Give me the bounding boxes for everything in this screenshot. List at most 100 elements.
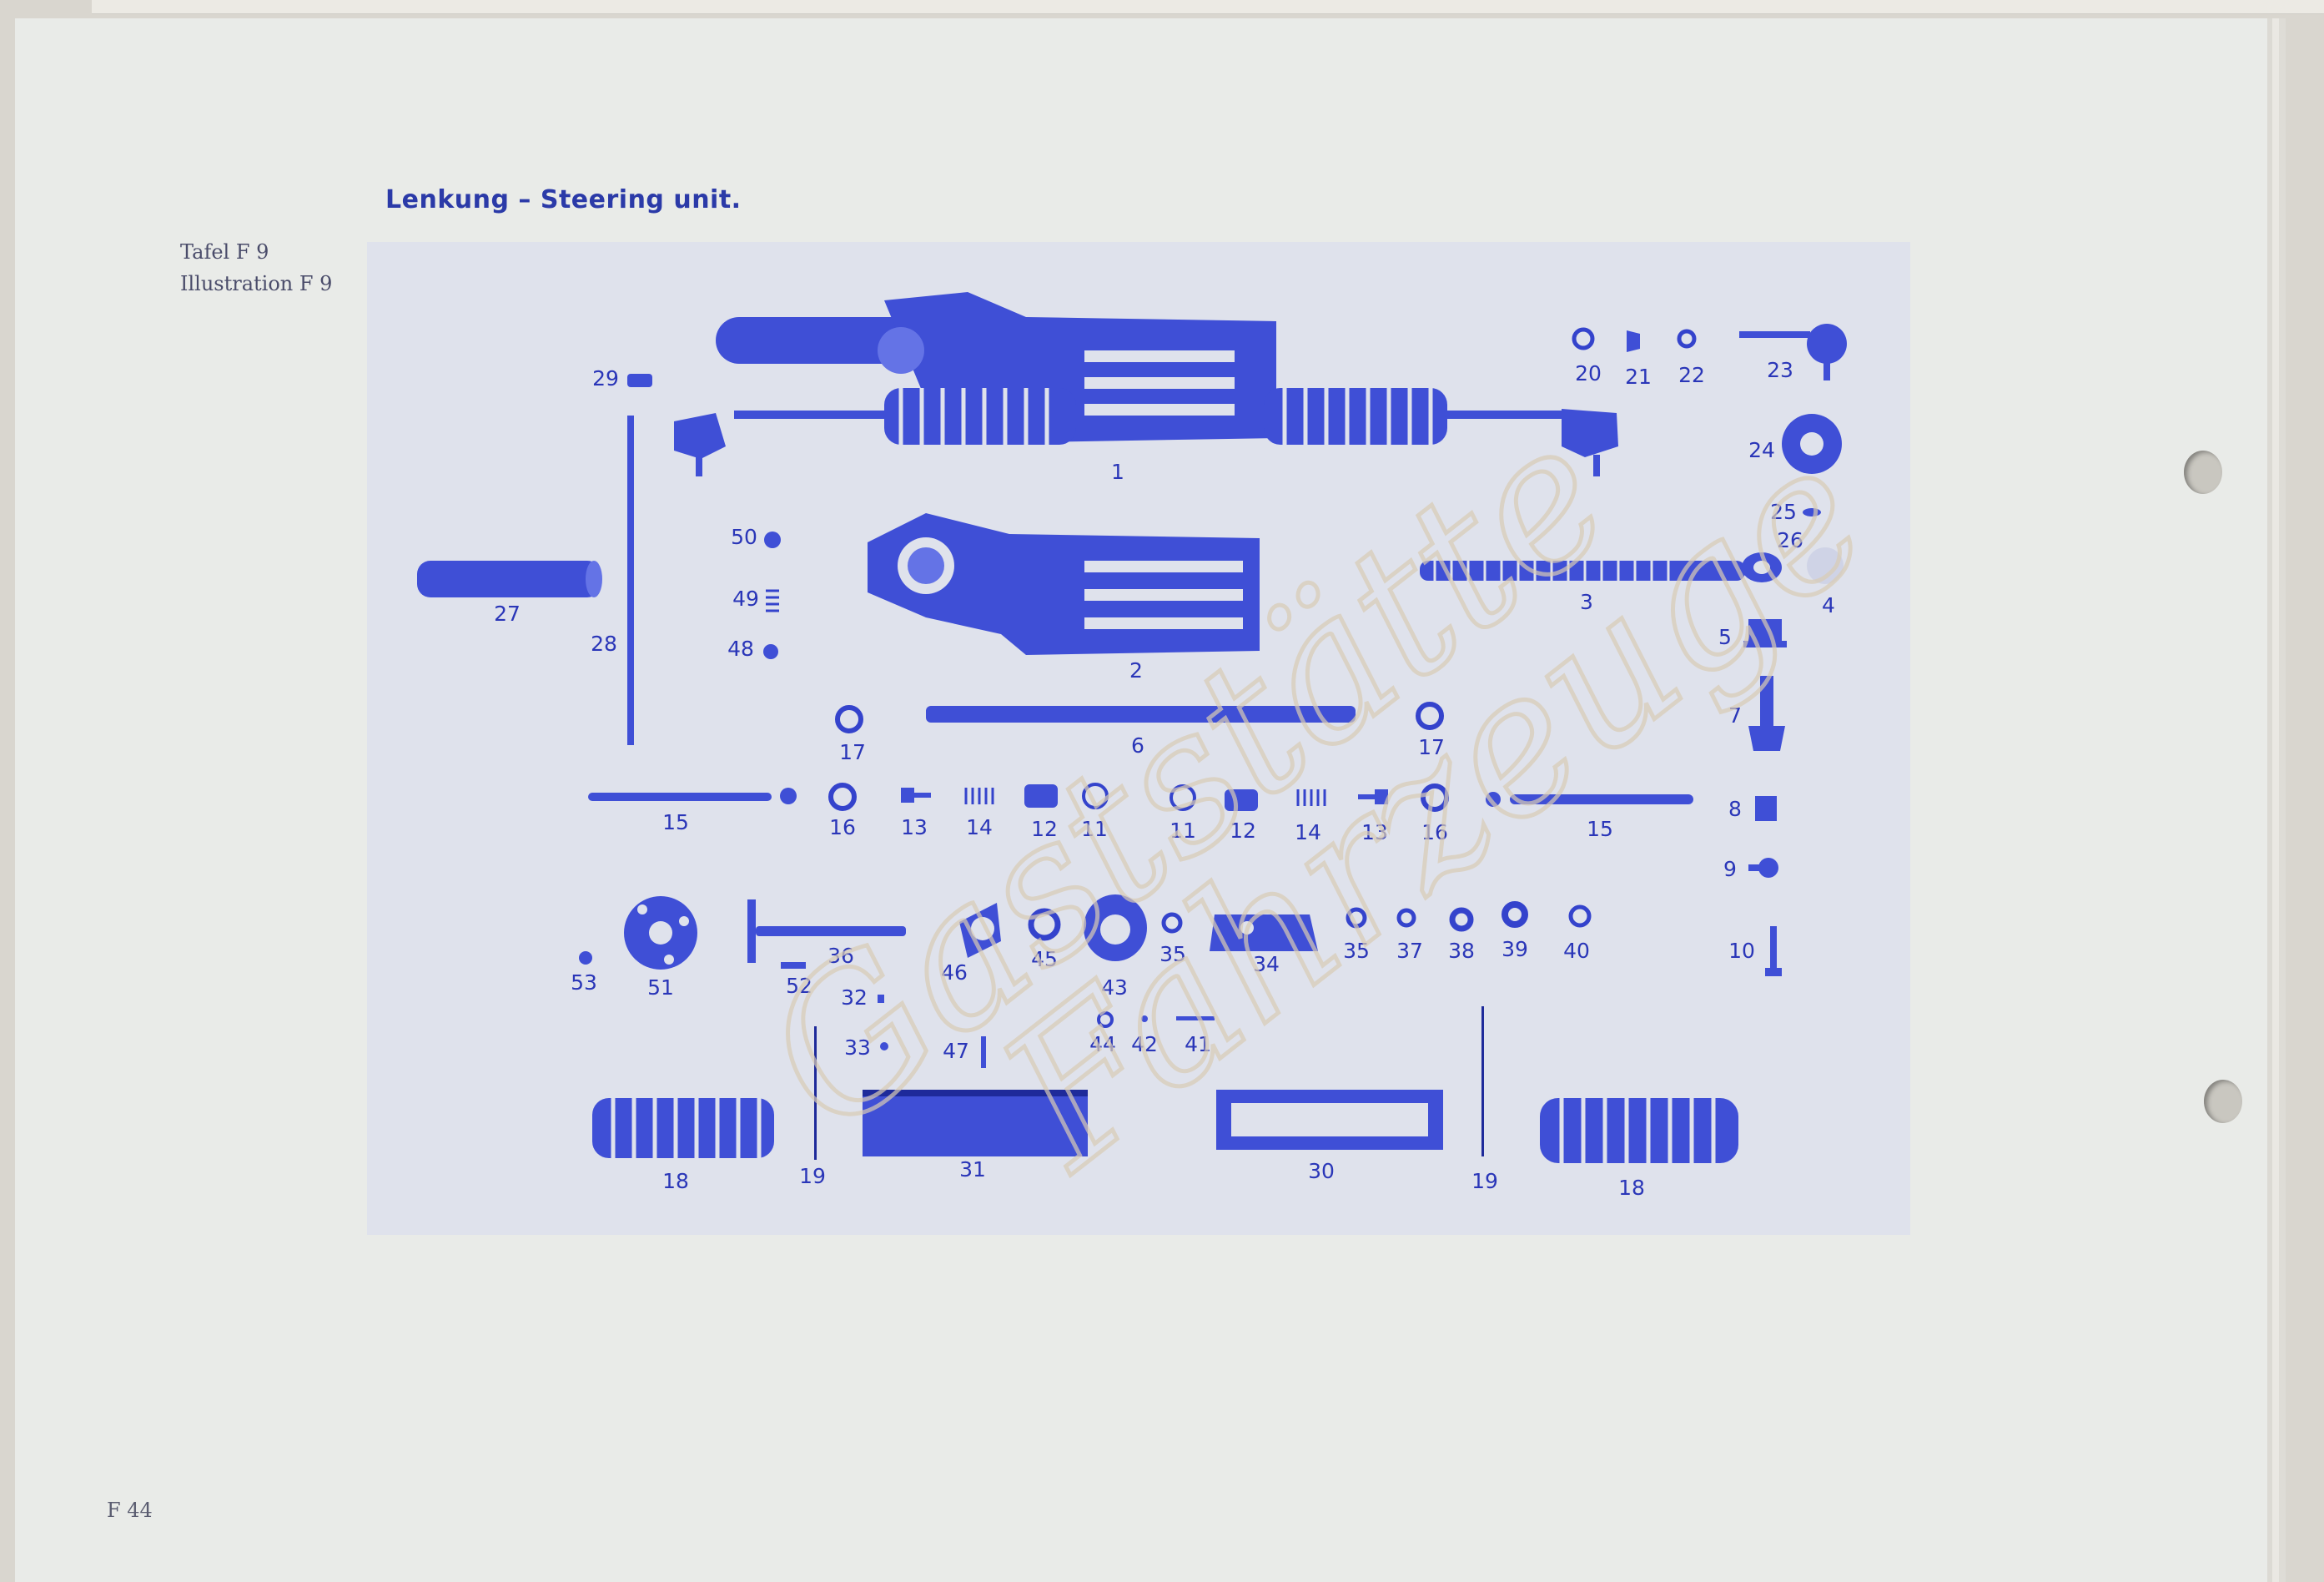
label-29: 29 [592,366,619,390]
label-11-right: 11 [1170,819,1196,843]
part-35-ring-left [1161,912,1183,934]
label-11-left: 11 [1081,817,1108,841]
part-42-clip [1141,1015,1148,1022]
part-51-flange [624,896,697,970]
label-36: 36 [827,944,854,968]
part-16-ring-right [1421,783,1449,812]
plate-label-en: Illustration F 9 [180,272,333,295]
part-17-ring-left [835,705,863,733]
plate-label-de: Tafel F 9 [180,240,269,264]
label-40: 40 [1563,939,1590,963]
label-44: 44 [1089,1032,1116,1056]
label-12-right: 12 [1230,819,1256,843]
part-35-ring-right [1346,907,1367,929]
part-10-bolt [1765,926,1782,976]
part-12-sleeve-right [1225,789,1258,811]
label-53: 53 [571,970,597,995]
part-17-ring-right [1416,702,1444,730]
part-31-cover [863,1090,1088,1156]
part-21-lockwasher [1627,330,1640,352]
binder-hole-top [2184,451,2222,494]
label-28: 28 [591,632,617,656]
label-43: 43 [1101,975,1128,1000]
label-8: 8 [1728,797,1742,821]
part-19-divider-left [814,1026,817,1160]
label-34: 34 [1253,952,1280,976]
page-number: F 44 [107,1499,153,1522]
label-12-left: 12 [1031,817,1058,841]
part-3-rack [1420,552,1782,582]
label-9: 9 [1723,857,1737,881]
part-9-screw [1748,858,1778,878]
label-6: 6 [1131,733,1144,758]
label-35-right: 35 [1343,939,1370,963]
label-17-right: 17 [1418,735,1445,759]
part-13-screw-left [901,788,931,803]
part-14-spring-right [1296,789,1326,806]
part-4-cap [1807,547,1844,584]
label-2: 2 [1129,658,1143,683]
label-25: 25 [1770,500,1797,524]
label-23: 23 [1767,358,1793,382]
part-16-ring-left [828,783,857,811]
part-28-rod [627,416,634,745]
label-19-right: 19 [1471,1169,1498,1193]
part-13-screw-right [1358,789,1388,804]
part-12-sleeve-left [1024,784,1058,808]
label-4: 4 [1822,593,1835,617]
binder-hole-bottom [2204,1080,2242,1123]
part-39-ring [1502,901,1528,928]
label-10: 10 [1728,939,1755,963]
part-27-tube [417,561,602,597]
label-3: 3 [1580,590,1593,614]
part-45-ring [1028,908,1061,941]
part-37-washer [1396,908,1416,928]
page-title: Lenkung – Steering unit. [385,185,742,214]
label-19-left: 19 [799,1164,826,1188]
part-8-plate [1755,796,1777,821]
label-21: 21 [1625,365,1652,389]
label-46: 46 [941,960,968,985]
part-15-inner-rod-left [588,788,797,804]
label-38: 38 [1448,939,1475,963]
label-16-right: 16 [1421,820,1448,844]
label-20: 20 [1575,361,1602,385]
label-27: 27 [494,602,521,626]
label-42: 42 [1131,1032,1158,1056]
label-33: 33 [844,1035,871,1060]
part-41-pin [1176,1016,1215,1020]
label-1: 1 [1111,460,1124,484]
part-15-inner-rod-right [1486,792,1693,807]
page-top-edge [92,0,2324,14]
label-41: 41 [1185,1032,1211,1056]
label-5: 5 [1718,625,1732,649]
label-39: 39 [1502,937,1528,961]
part-34-clamp [1210,914,1318,951]
part-33-ball [880,1042,888,1050]
label-24: 24 [1748,438,1775,462]
label-18-right: 18 [1618,1176,1645,1200]
part-49-spring [766,589,779,612]
part-number-labels: 1 2 3 4 5 6 7 8 9 10 11 11 12 12 13 13 1… [494,358,1835,1200]
label-17-left: 17 [839,740,866,764]
label-15-left: 15 [662,810,689,834]
label-49: 49 [732,587,759,611]
label-50: 50 [731,525,757,549]
label-37: 37 [1396,939,1423,963]
part-14-spring-left [964,788,994,804]
part-29-clip [627,374,652,387]
label-16-left: 16 [829,815,856,839]
label-48: 48 [727,637,754,661]
part-48-ball [763,644,778,659]
label-14-right: 14 [1295,820,1321,844]
label-45: 45 [1031,947,1058,971]
part-5-bush [1743,619,1787,647]
label-15-right: 15 [1587,817,1613,841]
label-7: 7 [1728,703,1742,728]
part-20-washer [1572,327,1595,350]
part-40-nut [1568,904,1592,928]
label-47: 47 [943,1039,969,1063]
part-2-housing [868,513,1260,655]
label-52: 52 [786,974,812,998]
